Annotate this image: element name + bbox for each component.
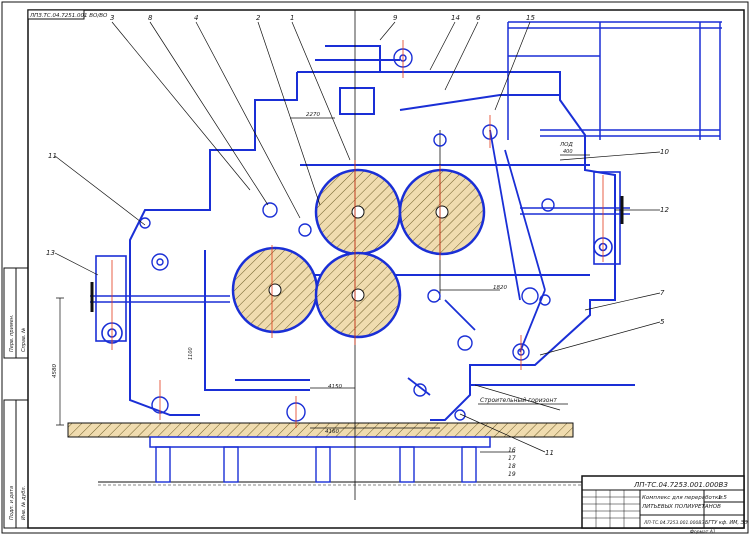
callout-2: 2 bbox=[256, 14, 261, 22]
top-stamp-text: ЛПЗ.ТС.04.7251.001 ВО/ВО bbox=[29, 13, 108, 19]
dim-vertical-left: 4580 bbox=[52, 364, 58, 378]
left-margin-label-1: Перв. примен. bbox=[9, 314, 15, 352]
centerlines bbox=[111, 40, 604, 428]
callout-15: 15 bbox=[526, 14, 535, 22]
callout-18: 18 bbox=[508, 463, 516, 470]
left-margin-label-2: Справ. № bbox=[21, 328, 27, 352]
callout-14: 14 bbox=[451, 14, 460, 22]
callout-11: 11 bbox=[48, 152, 57, 160]
left-margin-strip: Перв. примен. Справ. № Подп. и дата Инв.… bbox=[3, 267, 29, 529]
roll-top-right bbox=[398, 168, 486, 256]
title-name-line2: ЛИТЬЕВЫХ ПОЛИУРЕТАНОВ bbox=[641, 504, 721, 510]
floor-level-note: Строительный горизонт bbox=[480, 397, 557, 404]
left-margin-label-4: Инв. № дубл. bbox=[21, 486, 27, 520]
dimension-lines bbox=[56, 117, 590, 429]
roll-bottom-left bbox=[231, 246, 319, 334]
title-org: БГТУ кф. ИМ, ЭЭ bbox=[705, 520, 748, 526]
dim-base-width: 4150 bbox=[328, 384, 342, 390]
callout-13: 13 bbox=[46, 249, 55, 257]
dim-mid-height: 1100 bbox=[188, 347, 194, 360]
dim-top-width: 2270 bbox=[306, 112, 320, 118]
callout-12: 12 bbox=[660, 206, 669, 214]
callout-11b: 11 bbox=[545, 449, 554, 457]
callout-17: 17 bbox=[508, 455, 516, 462]
callout-5: 5 bbox=[660, 318, 665, 326]
callout-numbers: 3 8 4 2 1 9 14 6 15 10 12 7 5 11 13 11 1… bbox=[46, 14, 669, 478]
callout-3: 3 bbox=[110, 14, 114, 22]
roll-bottom-center bbox=[314, 251, 402, 339]
title-block bbox=[581, 475, 745, 529]
roll-top-left bbox=[314, 168, 402, 256]
dim-right-label: ЛОД bbox=[559, 142, 573, 148]
foundation-base bbox=[67, 422, 600, 486]
callout-4: 4 bbox=[194, 14, 198, 22]
title-format: Формат А1 bbox=[690, 529, 716, 535]
drive-shafts bbox=[90, 10, 630, 500]
callout-10: 10 bbox=[660, 148, 669, 156]
callout-8: 8 bbox=[148, 14, 153, 22]
callout-7: 7 bbox=[660, 289, 665, 297]
callout-19: 19 bbox=[508, 471, 516, 478]
callout-leaders bbox=[54, 21, 661, 453]
callout-6: 6 bbox=[476, 14, 481, 22]
dim-roll-gap: 1820 bbox=[493, 285, 507, 291]
left-drive-unit bbox=[90, 255, 127, 344]
title-sheet-code: ЛП-ТС.04.7253.001.000ВЗ bbox=[643, 520, 704, 526]
dim-right-small: 400 bbox=[563, 149, 573, 155]
right-drive-unit bbox=[593, 171, 624, 265]
callout-16: 16 bbox=[508, 447, 516, 454]
left-margin-label-3: Подп. и дата bbox=[9, 486, 15, 520]
top-guard-frame bbox=[507, 21, 722, 140]
linkage-arms bbox=[407, 129, 546, 396]
callout-1: 1 bbox=[290, 14, 294, 22]
dim-bottom-width: 4160 bbox=[325, 429, 339, 435]
title-name-line1: Комплекс для переработки bbox=[642, 495, 722, 501]
callout-9: 9 bbox=[393, 14, 398, 22]
top-stamp-box bbox=[27, 9, 85, 20]
title-scale: 1:5 bbox=[718, 495, 727, 501]
title-doc-number: ЛП-ТС.04.7253.001.000ВЗ bbox=[633, 481, 728, 489]
